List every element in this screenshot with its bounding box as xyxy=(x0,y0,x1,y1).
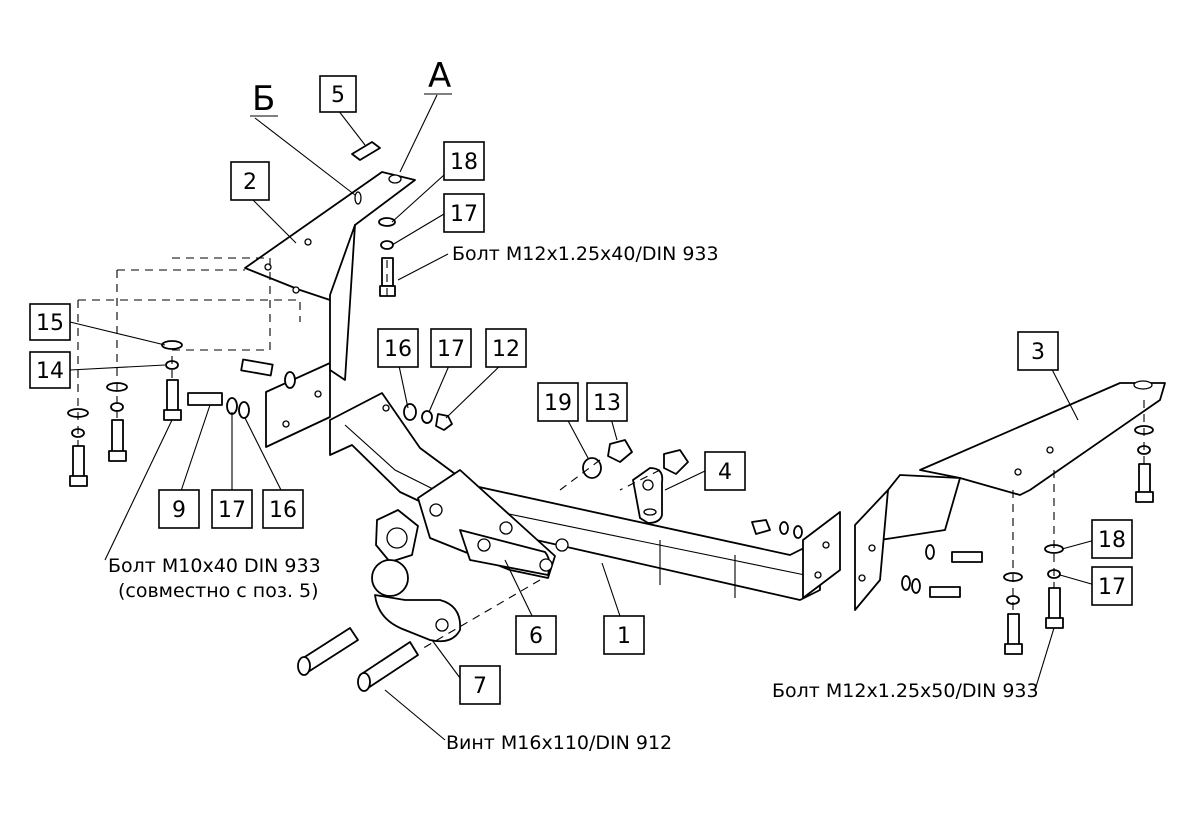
callout-16-mid: 16 xyxy=(377,328,419,368)
callout-3-label: 3 xyxy=(1031,340,1045,365)
note-bolt-m12x40: Болт M12x1.25x40/DIN 933 xyxy=(452,243,719,265)
callout-1-label: 1 xyxy=(617,624,631,649)
bolt-m12x40-top xyxy=(378,217,396,297)
towball-part-7 xyxy=(371,559,462,643)
right-bolts-horizontal xyxy=(751,519,983,598)
callout-18-right-label: 18 xyxy=(1098,528,1126,553)
callout-19: 19 xyxy=(537,382,579,422)
view-label-a: А xyxy=(428,56,451,96)
callout-18-top: 18 xyxy=(443,141,485,181)
left-bolt-stack-a xyxy=(161,340,183,421)
right-bracket-part-3 xyxy=(854,380,1166,611)
note-screw-m16: Винт M16x110/DIN 912 xyxy=(446,732,672,754)
left-bolt-stack-c xyxy=(67,408,89,487)
callout-16-bottom: 16 xyxy=(262,489,304,529)
callout-17-bottom-label: 17 xyxy=(218,498,246,523)
fasteners-19-13 xyxy=(582,439,689,479)
callout-17-top-label: 17 xyxy=(450,202,478,227)
callout-15-label: 15 xyxy=(36,311,64,336)
callout-17-right: 17 xyxy=(1091,566,1133,606)
right-bolt-stack-c xyxy=(1003,572,1023,655)
screw-m16-right xyxy=(357,641,419,692)
callout-1: 1 xyxy=(603,615,645,655)
callout-18-top-label: 18 xyxy=(450,150,478,175)
view-label-b: Б xyxy=(252,79,275,119)
callout-9-label: 9 xyxy=(172,498,186,523)
callout-6: 6 xyxy=(515,615,557,655)
left-bracket-part-2 xyxy=(244,171,416,381)
fasteners-16-17-12 xyxy=(403,403,453,431)
callout-4-label: 4 xyxy=(718,460,732,485)
note-bolt-m12x50: Болт M12x1.25x50/DIN 933 xyxy=(772,680,1039,702)
left-bolt-stack-b xyxy=(106,382,128,462)
callout-17-right-label: 17 xyxy=(1098,575,1126,600)
callout-19-label: 19 xyxy=(544,391,572,416)
assembly-centerlines xyxy=(77,257,1145,651)
note-bolt-m10x40-sub: (совместно с поз. 5) xyxy=(118,580,319,602)
callout-5-label: 5 xyxy=(331,83,345,108)
callout-9: 9 xyxy=(158,489,200,529)
bolt-m10x40-upper xyxy=(240,358,296,389)
screw-m16-left xyxy=(297,627,359,676)
crossbeam-part-1 xyxy=(265,362,841,601)
note-bolt-m10x40: Болт M10x40 DIN 933 xyxy=(108,555,321,577)
callout-12-label: 12 xyxy=(492,337,520,362)
leader-lines xyxy=(69,94,1096,741)
callout-12: 12 xyxy=(485,328,527,368)
callout-4: 4 xyxy=(704,451,746,491)
callout-13-label: 13 xyxy=(593,391,621,416)
callout-18-right: 18 xyxy=(1091,519,1133,559)
callout-2-label: 2 xyxy=(243,170,257,195)
callout-7: 7 xyxy=(459,665,501,705)
callout-14-label: 14 xyxy=(36,359,64,384)
callout-13: 13 xyxy=(586,382,628,422)
callout-5: 5 xyxy=(319,75,357,113)
callout-17-top: 17 xyxy=(443,193,485,233)
callout-3: 3 xyxy=(1017,331,1059,371)
callout-15: 15 xyxy=(29,303,71,341)
callout-6-label: 6 xyxy=(529,624,543,649)
callout-16-mid-label: 16 xyxy=(384,337,412,362)
bolt-m10x40-lower xyxy=(187,392,250,419)
callout-17-mid: 17 xyxy=(430,328,472,368)
callout-17-bottom: 17 xyxy=(211,489,253,529)
callout-7-label: 7 xyxy=(473,674,487,699)
callout-17-mid-label: 17 xyxy=(437,337,465,362)
callout-2: 2 xyxy=(230,161,270,201)
ball-mount-part-6 xyxy=(375,469,569,579)
callout-16-bottom-label: 16 xyxy=(269,498,297,523)
callout-14: 14 xyxy=(29,351,71,389)
plate-part-5 xyxy=(351,141,381,161)
